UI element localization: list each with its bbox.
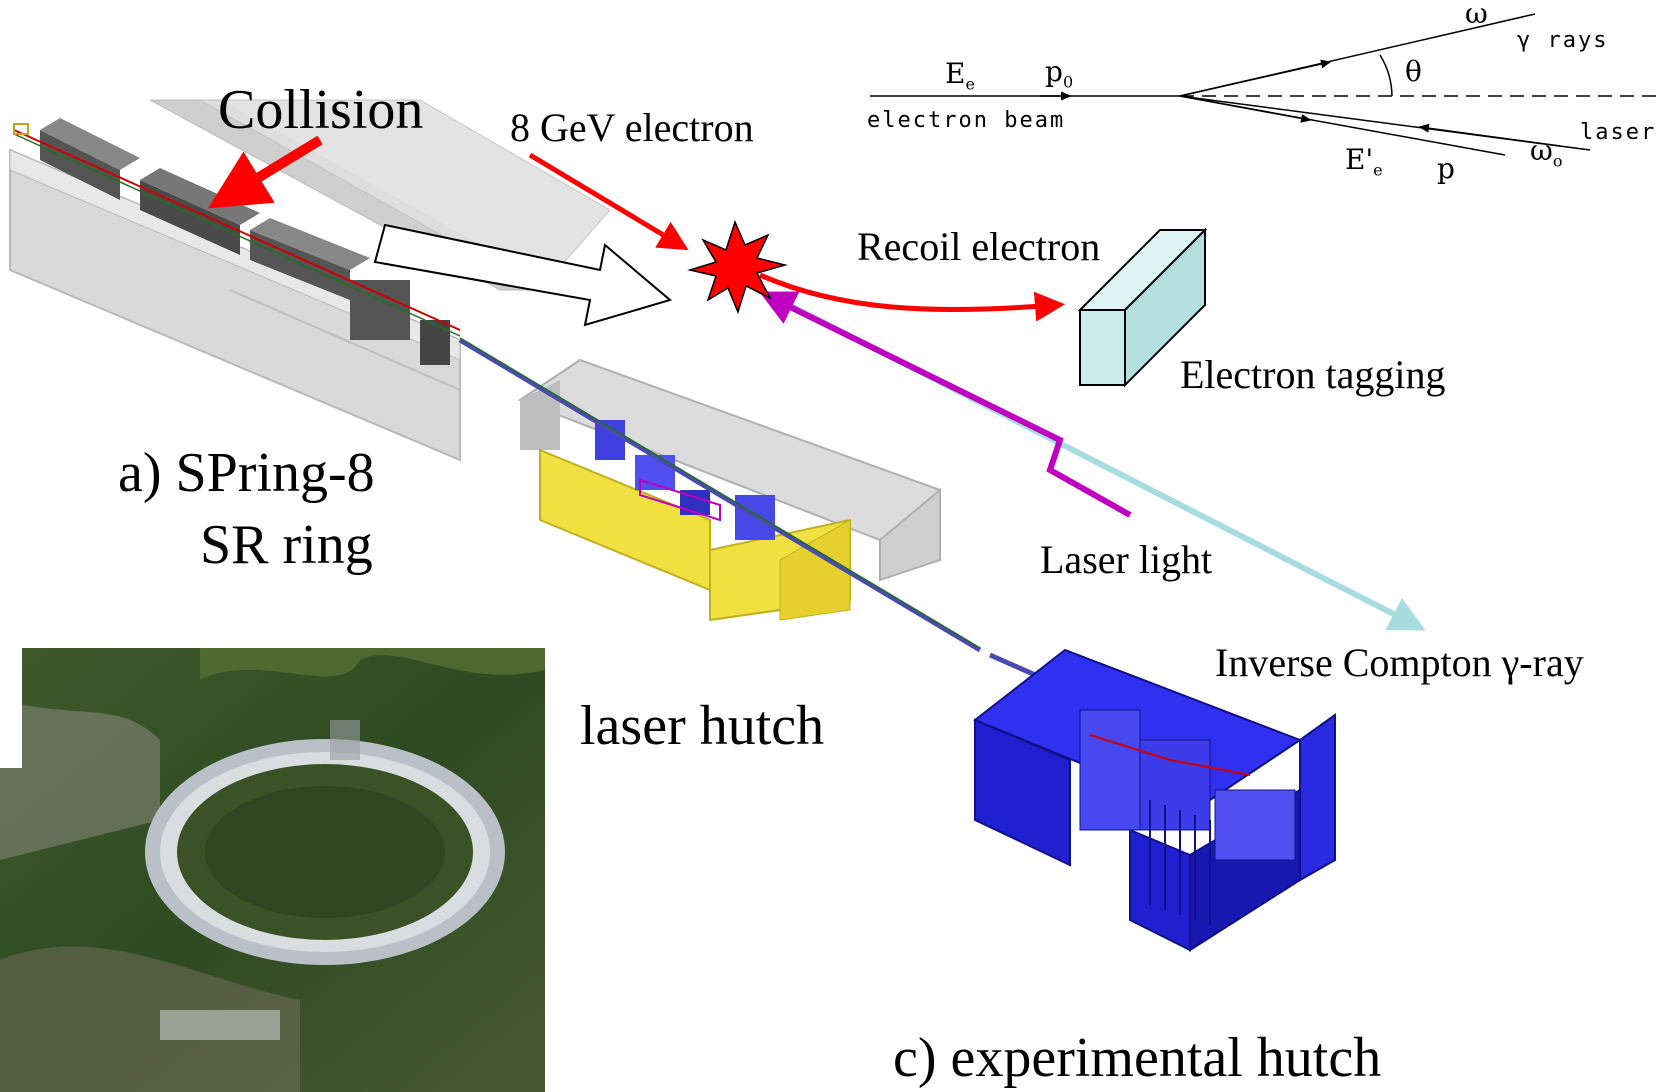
ee-label: Ee [945, 57, 975, 94]
ee-prime-label: E'e [1345, 143, 1383, 180]
laser-hutch-optics [595, 420, 775, 540]
collision-label: Collision [218, 79, 424, 141]
electron-in-arrow [528, 152, 689, 251]
hollow-arrow [373, 223, 673, 327]
experimental-hutch-label: c) experimental hutch [893, 1027, 1382, 1089]
gamma-rays-label: γ rays [1517, 28, 1609, 53]
recoil-electron-arrow [758, 272, 1065, 322]
recoil-electron-label: Recoil electron [857, 224, 1101, 269]
laser-hutch-label: laser hutch [580, 695, 825, 757]
electron-tagging-label: Electron tagging [1180, 352, 1446, 397]
theta-label: θ [1405, 55, 1422, 88]
sr-beamline-components [13, 118, 461, 365]
sr-ring-tunnel [9, 99, 611, 462]
experimental-hutch-structure [973, 648, 1336, 952]
detector-wires [1149, 800, 1211, 925]
laser-hutch-structure [517, 358, 942, 622]
electron-tagger-box [1077, 227, 1208, 388]
collision-arrow [207, 135, 323, 209]
electron-beam-label: electron beam [867, 108, 1066, 133]
laser-light-path [759, 291, 1132, 518]
p-label: p [1437, 152, 1455, 185]
electron-8gev-label: 8 GeV electron [510, 105, 754, 150]
p0-label: p0 [1045, 55, 1074, 92]
laser-light-label: Laser light [1040, 537, 1213, 582]
inverse-compton-label: Inverse Compton γ-ray [1215, 640, 1584, 685]
omega0-label: ωo [1530, 134, 1563, 171]
aerial-photo [0, 648, 545, 1092]
collision-star-icon [687, 219, 788, 315]
spring8-label-line2: SR ring [200, 514, 373, 576]
omega-label: ω [1465, 0, 1488, 30]
laser-kinematics-label: laser [1580, 120, 1657, 145]
spring8-label-line1: a) SPring-8 [118, 442, 375, 504]
kinematics-diagram [870, 13, 1664, 156]
